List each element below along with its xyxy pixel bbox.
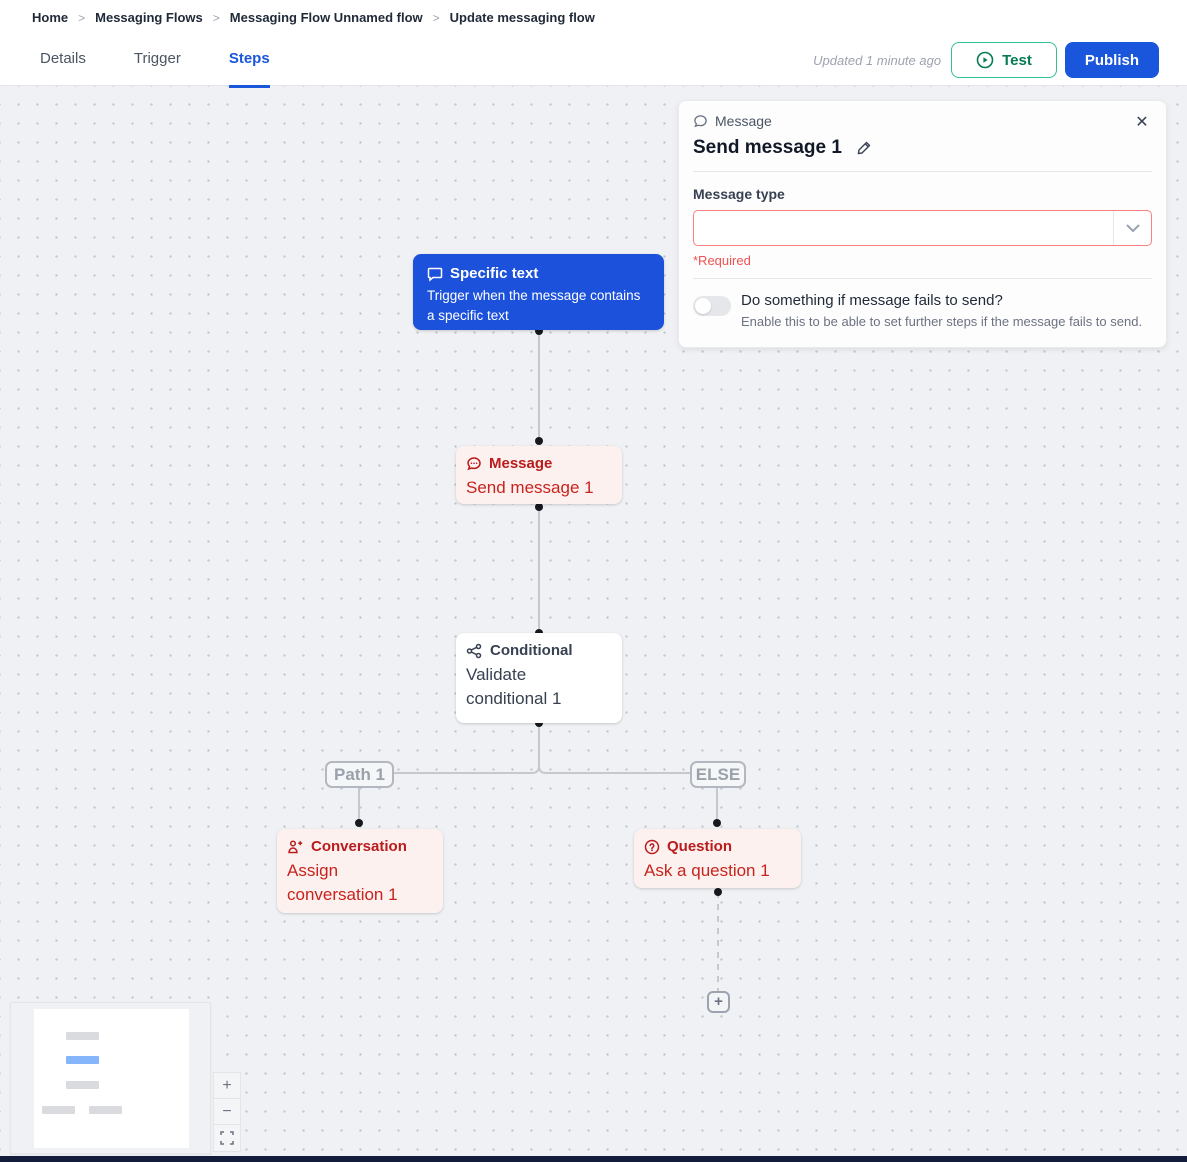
breadcrumb-current-page: Update messaging flow [449,10,595,25]
conditional-node-name: Validate conditional 1 [466,665,562,708]
publish-button[interactable]: Publish [1064,42,1159,78]
trigger-node-description: Trigger when the message contains a spec… [427,288,641,323]
step-node-question[interactable]: Question Ask a question 1 [634,829,801,888]
fail-toggle-knob [695,298,711,314]
step-node-conversation[interactable]: Conversation Assign conversation 1 [277,829,443,913]
breadcrumb: Home > Messaging Flows > Messaging Flow … [32,10,595,25]
message-bubble-icon [693,114,708,129]
minimap[interactable] [10,1002,211,1154]
plus-icon: + [222,1076,232,1094]
breadcrumb-home[interactable]: Home [32,10,69,25]
breadcrumb-flow-name[interactable]: Messaging Flow Unnamed flow [229,10,423,25]
message-node-type: Message [489,455,553,472]
test-button[interactable]: Test [951,42,1057,78]
speech-bubble-icon [427,266,443,282]
question-node-name: Ask a question 1 [644,861,770,880]
minimap-node-conversation [42,1106,75,1114]
question-node-type: Question [667,838,733,855]
add-step-button[interactable]: + [707,991,730,1013]
message-type-select-value [694,211,1113,245]
fail-toggle-label: Do something if message fails to send? [741,292,1003,309]
trigger-node-specific-text[interactable]: Specific text Trigger when the message c… [413,254,664,330]
conversation-node-type: Conversation [311,838,407,855]
zoom-out-button[interactable]: − [214,1099,240,1125]
edit-pencil-icon[interactable] [856,140,872,156]
fit-view-icon [220,1131,234,1145]
question-circle-icon [644,839,660,855]
window-bottom-edge [0,1156,1187,1162]
branch-label-path1[interactable]: Path 1 [325,761,394,788]
share-nodes-icon [466,643,483,659]
fit-view-button[interactable] [214,1125,240,1151]
message-node-name: Send message 1 [466,478,594,497]
tab-details[interactable]: Details [40,50,86,67]
required-validation-message: *Required [693,253,1152,279]
panel-step-type-label: Message [715,113,772,129]
branch-label-else[interactable]: ELSE [690,761,746,788]
minimap-node-conditional [66,1081,99,1089]
breadcrumb-separator-icon: > [78,10,86,25]
breadcrumb-separator-icon: > [432,10,440,25]
user-plus-icon [287,839,304,855]
conditional-node-type: Conditional [490,642,573,659]
zoom-in-button[interactable]: + [214,1073,240,1099]
minimap-node-message-selected [66,1056,99,1064]
fail-toggle[interactable] [693,296,731,316]
trigger-node-title: Specific text [450,265,539,282]
breadcrumb-separator-icon: > [212,10,220,25]
updated-timestamp: Updated 1 minute ago [813,52,942,68]
close-icon[interactable]: ✕ [1135,114,1149,131]
minimap-node-question [89,1106,122,1114]
minimap-node-trigger [66,1032,99,1040]
tab-bar: Details Trigger Steps [40,50,270,88]
message-bubble-icon [466,456,482,472]
step-node-message[interactable]: Message Send message 1 [456,446,622,504]
fail-toggle-description: Enable this to be able to set further st… [741,314,1143,329]
tab-steps[interactable]: Steps [228,50,270,88]
panel-step-type: Message [693,113,1152,129]
panel-step-title: Send message 1 [693,137,842,158]
message-type-select[interactable] [693,210,1152,246]
play-circle-icon [976,51,994,69]
header-actions: Updated 1 minute ago Test Publish [813,42,1159,78]
zoom-controls: + − [213,1072,241,1152]
header: Home > Messaging Flows > Messaging Flow … [0,0,1187,88]
step-settings-panel: Message ✕ Send message 1 Message type *R… [678,100,1167,348]
conversation-node-name: Assign conversation 1 [287,861,398,904]
minus-icon: − [222,1102,232,1120]
message-type-label: Message type [693,186,785,202]
minimap-viewport [34,1009,189,1148]
step-node-conditional[interactable]: Conditional Validate conditional 1 [456,633,622,723]
breadcrumb-messaging-flows[interactable]: Messaging Flows [95,10,203,25]
test-button-label: Test [1002,51,1032,69]
tab-trigger[interactable]: Trigger [133,50,181,67]
chevron-down-icon [1113,211,1151,245]
